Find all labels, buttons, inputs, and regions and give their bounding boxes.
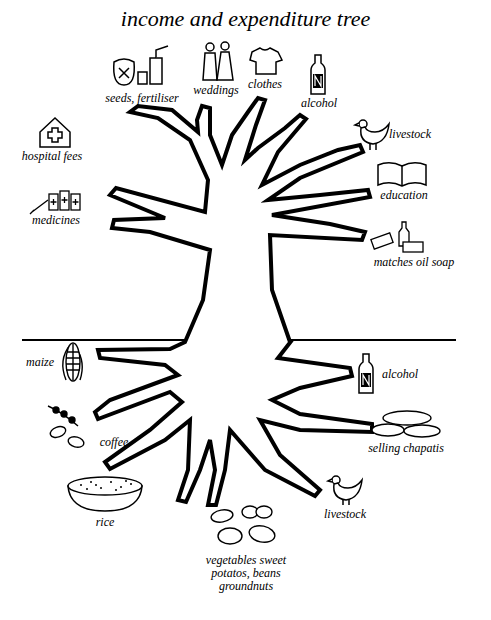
bride-dress bbox=[217, 52, 233, 80]
sack-mark bbox=[119, 68, 129, 78]
item-label: livestock bbox=[375, 128, 445, 141]
item-label: rice bbox=[85, 516, 125, 529]
coffee-icon bbox=[48, 406, 85, 449]
bride-head bbox=[221, 42, 229, 50]
syringe bbox=[30, 200, 48, 214]
chicken-legs bbox=[370, 144, 376, 150]
chicken-body bbox=[361, 124, 389, 144]
coffee-bean bbox=[67, 435, 85, 449]
bottle-outline bbox=[359, 354, 373, 393]
chapati bbox=[404, 425, 440, 437]
soap-bar bbox=[403, 242, 423, 252]
vegetable-icon bbox=[210, 506, 276, 545]
coffee-cherry bbox=[53, 407, 59, 413]
item-label: alcohol bbox=[289, 97, 349, 110]
groom-head bbox=[206, 43, 214, 51]
matchbox bbox=[371, 233, 393, 249]
item-label: medicines bbox=[16, 214, 96, 227]
item-label: selling chapatis bbox=[356, 442, 456, 455]
chapati bbox=[372, 424, 404, 436]
groundnut bbox=[256, 506, 272, 518]
chicken-icon bbox=[328, 476, 362, 505]
item-label: clothes bbox=[235, 78, 295, 91]
item-label: livestock bbox=[310, 508, 380, 521]
item-label: coffee bbox=[89, 436, 139, 449]
medicine-cross bbox=[51, 197, 79, 205]
wedding-icon bbox=[203, 42, 233, 80]
bottle-label bbox=[313, 74, 323, 88]
item-label: maize bbox=[15, 356, 65, 369]
sweet-potato bbox=[248, 523, 277, 544]
bottle-mark bbox=[315, 76, 321, 86]
bottle-icon bbox=[359, 354, 373, 393]
tree-outline bbox=[95, 98, 372, 505]
chicken-beak bbox=[355, 123, 359, 126]
hospital-icon bbox=[40, 118, 70, 147]
bottle-mark bbox=[363, 375, 369, 385]
fertiliser-pot bbox=[138, 72, 147, 84]
household-icon bbox=[371, 222, 423, 252]
item-label: weddings bbox=[181, 84, 251, 97]
diagram-title: income and expenditure tree bbox=[0, 6, 491, 32]
sweet-potato bbox=[218, 528, 242, 544]
chicken-icon bbox=[355, 120, 389, 150]
maize-grain bbox=[66, 344, 80, 380]
coffee-bean bbox=[49, 425, 67, 440]
chapati-icon bbox=[372, 411, 440, 437]
rice-icon bbox=[68, 477, 142, 511]
medicine-icon bbox=[30, 191, 80, 214]
hospital-cross bbox=[48, 128, 62, 142]
chicken-body bbox=[334, 480, 362, 500]
hospital-house bbox=[40, 118, 70, 147]
sprayer-bottle bbox=[150, 58, 162, 84]
chicken-beak bbox=[328, 479, 332, 482]
seeds-icon bbox=[114, 46, 168, 85]
bottle-outline bbox=[311, 55, 325, 94]
book-spine bbox=[401, 166, 403, 186]
shirt-icon bbox=[250, 48, 282, 74]
bean bbox=[210, 508, 234, 524]
coffee-cherry bbox=[69, 417, 75, 423]
item-label: vegetables sweet potatos, beans groundnu… bbox=[191, 554, 301, 594]
item-label: alcohol bbox=[375, 368, 425, 381]
sprayer-nozzle bbox=[156, 46, 168, 58]
book-outline bbox=[378, 163, 426, 186]
chapati bbox=[383, 411, 431, 425]
book-icon bbox=[378, 163, 426, 186]
bottle-icon bbox=[311, 55, 325, 94]
maize-icon bbox=[63, 343, 82, 381]
chicken-legs bbox=[343, 500, 349, 505]
maize-cob bbox=[66, 343, 80, 381]
seed-sack bbox=[114, 59, 135, 85]
item-label: seeds, fertiliser bbox=[87, 92, 197, 105]
coffee-cherry bbox=[61, 411, 67, 417]
item-label: hospital fees bbox=[7, 150, 97, 163]
bottle-label bbox=[361, 373, 371, 387]
item-label: matches oil soap bbox=[359, 256, 469, 269]
rice-top bbox=[68, 477, 142, 495]
item-label: education bbox=[364, 189, 444, 202]
groom-body bbox=[203, 53, 217, 80]
coffee-branch bbox=[48, 406, 78, 426]
rice-grain bbox=[80, 481, 132, 490]
